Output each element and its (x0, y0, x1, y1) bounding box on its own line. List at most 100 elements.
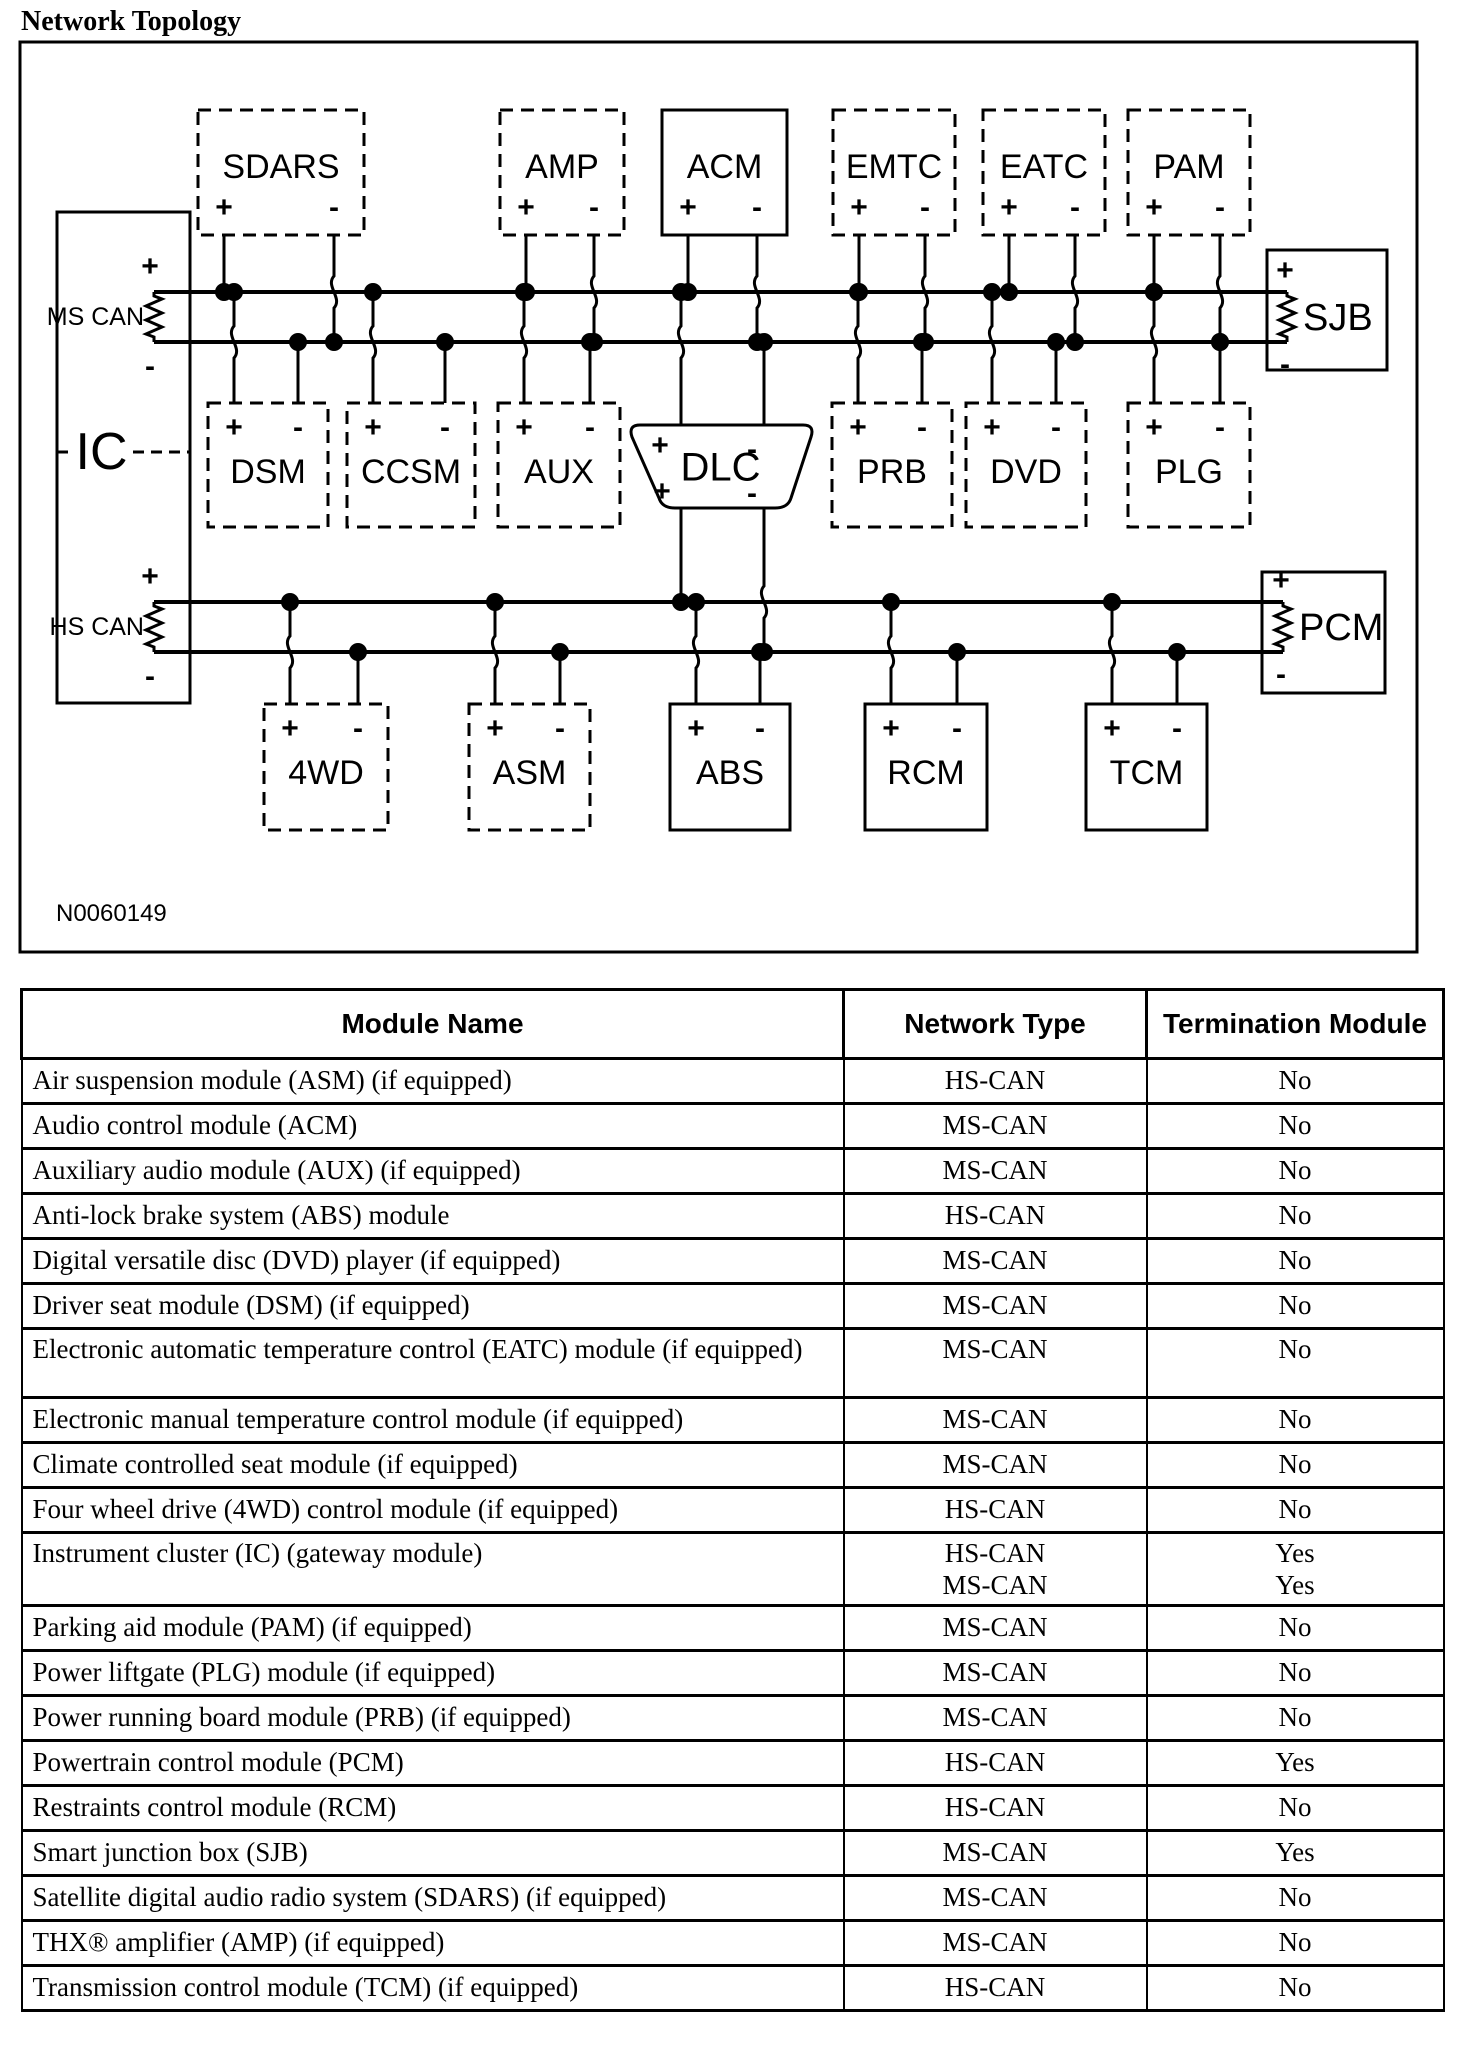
wire (886, 602, 896, 704)
termination-cell: No (1145, 1192, 1445, 1240)
junction-dot (755, 643, 773, 661)
network-type-cell: HS-CAN (842, 1783, 1148, 1832)
module-name-cell: Power running board module (PRB) (if equ… (20, 1693, 845, 1742)
minus-terminal: - (145, 660, 155, 693)
module-label: AMP (525, 148, 599, 186)
termination-resistor-icon (142, 292, 166, 342)
plus-terminal: + (1272, 564, 1290, 597)
bus-label: MS CAN (47, 303, 144, 331)
module-name-cell: Powertrain control module (PCM) (20, 1738, 845, 1787)
junction-dot (672, 283, 690, 301)
plus-terminal: + (850, 191, 868, 224)
wire (920, 235, 930, 342)
junction-dot (849, 283, 867, 301)
table-row: Digital versatile disc (DVD) player (if … (20, 1237, 1445, 1285)
plus-terminal: + (141, 250, 159, 283)
module-name-cell: Climate controlled seat module (if equip… (20, 1441, 845, 1489)
network-type-cell: HS-CAN (842, 1486, 1148, 1534)
module-name-cell: Driver seat module (DSM) (if equipped) (20, 1282, 845, 1330)
column-header: Network Type (842, 988, 1148, 1060)
junction-dot (581, 333, 599, 351)
table-row: Electronic manual temperature control mo… (20, 1396, 1445, 1444)
module-label: DVD (990, 453, 1062, 491)
module-name-cell: Electronic manual temperature control mo… (20, 1396, 845, 1444)
table-row: Driver seat module (DSM) (if equipped)MS… (20, 1282, 1445, 1330)
junction-dot (364, 283, 382, 301)
module-name-cell: Restraints control module (RCM) (20, 1783, 845, 1832)
termination-cell: No (1145, 1603, 1445, 1652)
minus-terminal: - (1215, 411, 1225, 444)
network-type-cell: MS-CAN (842, 1147, 1148, 1195)
junction-dot (515, 283, 533, 301)
module-name-cell: THX® amplifier (AMP) (if equipped) (20, 1918, 845, 1967)
network-type-cell: MS-CAN (842, 1648, 1148, 1697)
wire (1149, 292, 1159, 403)
module-name-cell: Four wheel drive (4WD) control module (i… (20, 1486, 845, 1534)
module-label: DSM (230, 453, 306, 491)
plus-terminal: + (215, 191, 233, 224)
module-name-cell: Audio control module (ACM) (20, 1102, 845, 1150)
junction-dot (1066, 333, 1084, 351)
module-label: TCM (1110, 754, 1184, 792)
junction-dot (325, 333, 343, 351)
minus-terminal: - (589, 191, 599, 224)
wire (589, 235, 599, 342)
wire (759, 508, 769, 652)
junction-dot (486, 593, 504, 611)
network-type-cell: MS-CAN (842, 1237, 1148, 1285)
junction-dot (1145, 283, 1163, 301)
network-type-cell: MS-CAN (842, 1918, 1148, 1967)
termination-cell: No (1145, 1282, 1445, 1330)
module-rcm: +-RCM (863, 593, 989, 832)
minus-terminal: - (920, 191, 930, 224)
termination-cell: No (1145, 1102, 1445, 1150)
termination-cell: No (1145, 1918, 1445, 1967)
module-label: RCM (887, 754, 964, 792)
module-prb: +-PRB (830, 283, 954, 529)
junction-dot (882, 593, 900, 611)
junction-dot (289, 333, 307, 351)
module-label: PRB (857, 453, 927, 491)
minus-terminal: - (952, 712, 962, 745)
network-topology-figure: IC+-SJB+-PCM+-MS CAN+-HS CAN+-SDARS+-AMP… (0, 0, 1472, 990)
plus-terminal: + (1145, 191, 1163, 224)
column-header: Termination Module (1145, 988, 1445, 1060)
wire (368, 292, 378, 403)
module-name-cell: Transmission control module (TCM) (if eq… (20, 1963, 845, 2012)
module-eatc: +-EATC (981, 108, 1107, 351)
plus-terminal: + (515, 411, 533, 444)
junction-dot (225, 283, 243, 301)
minus-terminal: - (585, 411, 595, 444)
termination-cell: No (1145, 1057, 1445, 1105)
module-emtc: +-EMTC (831, 108, 957, 351)
module-name-cell: Power liftgate (PLG) module (if equipped… (20, 1648, 845, 1697)
table-row: Power liftgate (PLG) module (if equipped… (20, 1648, 1445, 1697)
wire (229, 292, 239, 403)
minus-terminal: - (329, 191, 339, 224)
minus-terminal: - (145, 350, 155, 383)
table-row: Four wheel drive (4WD) control module (i… (20, 1486, 1445, 1534)
wire (329, 235, 339, 342)
plus-terminal: + (653, 475, 671, 508)
module-name-cell: Digital versatile disc (DVD) player (if … (20, 1237, 845, 1285)
termination-cell: No (1145, 1327, 1445, 1399)
wire (519, 292, 529, 403)
minus-terminal: - (555, 712, 565, 745)
plus-terminal: + (281, 712, 299, 745)
module-name-cell: Satellite digital audio radio system (SD… (20, 1873, 845, 1922)
module-dvd: +-DVD (964, 283, 1088, 529)
plus-terminal: + (679, 191, 697, 224)
minus-terminal: - (1280, 348, 1290, 381)
termination-cell: No (1145, 1648, 1445, 1697)
module-label: AUX (524, 453, 594, 491)
plus-terminal: + (486, 712, 504, 745)
network-type-cell: MS-CAN (842, 1693, 1148, 1742)
junction-dot (983, 283, 1001, 301)
plus-terminal: + (849, 411, 867, 444)
table-row: Air suspension module (ASM) (if equipped… (20, 1057, 1445, 1105)
